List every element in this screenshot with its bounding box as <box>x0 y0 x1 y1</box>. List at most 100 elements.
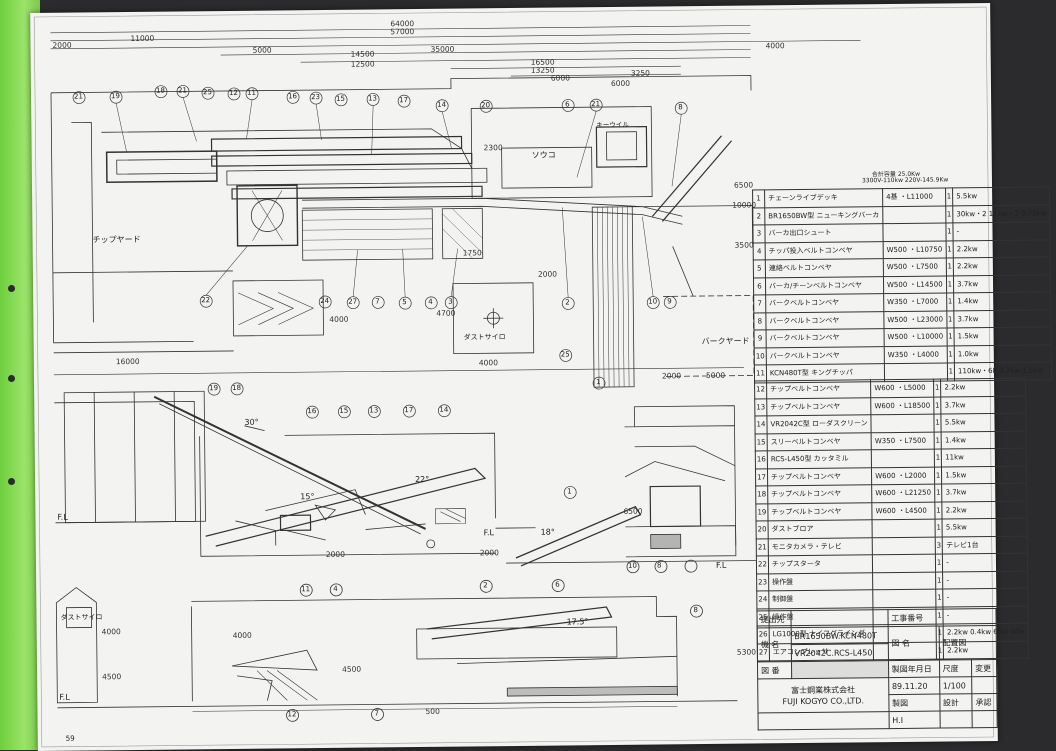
equipment-size: W600 ・L2000 <box>872 467 935 485</box>
equipment-power: 1.4kw <box>941 431 1026 449</box>
equipment-spec: チップベルトコンベヤ <box>766 380 870 399</box>
equipment-spec: 連絡ベルトコンベヤ <box>765 259 883 278</box>
dim-text: 6500 <box>623 507 642 516</box>
callout-number: 4 <box>428 298 433 306</box>
callout-number: 18 <box>232 384 241 392</box>
callout-number: 1 <box>596 378 601 386</box>
drawing-sheet: 64000 57000 2000 11000 5000 14500 12500 … <box>30 3 998 751</box>
scale-value: 1/100 <box>939 677 972 694</box>
equipment-power: - <box>943 571 1028 589</box>
equipment-qty: 1 <box>935 519 943 537</box>
equipment-qty: 1 <box>936 589 944 607</box>
dim-text: 4000 <box>233 631 252 640</box>
equipment-number: 4 <box>753 242 765 260</box>
equipment-power: 1.5kw <box>954 327 1051 346</box>
equipment-spec: ダストブロア <box>768 520 872 539</box>
equipment-size: W350 ・L7000 <box>884 293 947 311</box>
callout-number: 12 <box>287 710 296 718</box>
equipment-number: 18 <box>756 486 768 504</box>
angle-label: 30° <box>244 418 258 427</box>
callout-number: 6 <box>555 581 560 589</box>
callout-number: 2 <box>483 581 488 589</box>
angle-label: 22° <box>415 475 429 484</box>
dim-text: 4000 <box>765 41 784 50</box>
equipment-number: 2 <box>753 207 765 225</box>
area-label: ソウコ <box>532 150 556 161</box>
equipment-size <box>873 589 936 607</box>
equipment-spec: バーカ出口シュート <box>765 224 883 243</box>
equipment-power: 3.7kw <box>954 274 1051 293</box>
equipment-spec: 制御盤 <box>769 590 873 609</box>
callout-number: 4 <box>333 585 338 593</box>
approve-label: 承認 <box>972 693 997 710</box>
equipment-size <box>871 414 934 432</box>
dim-text: 4000 <box>102 627 121 636</box>
model-value: VR2042C.RCS-L450 <box>791 644 888 662</box>
equipment-spec: BR1650BW型 ニューキングバーカ <box>765 206 883 225</box>
equipment-size: W500 ・L14500 <box>883 275 946 293</box>
dim-text: 11000 <box>130 34 154 43</box>
equipment-spec: チェーンライブデッキ <box>764 189 882 208</box>
callout-number: 20 <box>481 101 490 109</box>
callout-number: 2 <box>565 298 570 306</box>
top-dimension-lines <box>50 24 860 80</box>
scale-label: 尺度 <box>939 660 972 677</box>
company-name-en: FUJI KOGYO CO.,LTD. <box>761 695 885 707</box>
equipment-spec: チッパ投入ベルトコンベヤ <box>765 241 883 260</box>
equipment-number: 7 <box>754 295 766 313</box>
company-cell: 富士鋼業株式会社 FUJI KOGYO CO.,LTD. <box>758 678 889 713</box>
callout-number: 23 <box>311 93 320 101</box>
callout-number: 15 <box>339 407 348 415</box>
approver-value <box>972 710 997 727</box>
dim-text: 4500 <box>102 672 121 681</box>
equipment-size: W600 ・L18500 <box>871 397 934 415</box>
equipment-spec: RCS-L450型 カッタミル <box>767 450 871 469</box>
equipment-size: W500 ・L23000 <box>884 310 947 328</box>
equipment-number: 13 <box>755 398 767 416</box>
callout-number: 10 <box>628 562 637 570</box>
callout-number: 18 <box>156 87 165 95</box>
equipment-number: 1 <box>753 190 765 208</box>
equipment-spec: VR2042C型 ローダスクリーン <box>767 415 871 434</box>
equipment-power: テレビ1台 <box>943 536 1028 554</box>
equipment-size: W600 ・L4500 <box>872 502 935 520</box>
callout-number: 25 <box>561 350 570 358</box>
page-number: 59 <box>66 735 75 743</box>
dim-text: 16000 <box>116 357 140 366</box>
equipment-power: 3.7kw <box>942 483 1027 501</box>
binder-hole <box>8 285 15 292</box>
dim-text: 6000 <box>551 73 570 82</box>
dim-text: 4700 <box>436 309 455 318</box>
equipment-spec: チップベルトコンベヤ <box>768 502 872 521</box>
section-divider <box>54 368 744 375</box>
equipment-size: W600 ・L21250 <box>872 484 935 502</box>
equipment-number: 23 <box>757 573 769 591</box>
callout-number: 19 <box>111 92 120 100</box>
equipment-power: 2.2kw <box>941 378 1026 396</box>
callout-number: 13 <box>368 94 377 102</box>
equipment-qty: 1 <box>947 328 955 346</box>
floor-level-label: F.L <box>484 528 494 537</box>
dim-text: 3250 <box>631 69 650 78</box>
equipment-number: 20 <box>756 521 768 539</box>
equipment-power: 2.2kw <box>953 257 1050 276</box>
equipment-size <box>872 519 935 537</box>
equipment-size: W350 ・L7500 <box>871 432 934 450</box>
date-value: 89.11.20 <box>888 677 939 695</box>
equipment-spec: 操作盤 <box>768 572 872 591</box>
equipment-qty: 1 <box>934 397 942 415</box>
dim-text: 5000 <box>253 46 272 55</box>
equipment-spec: チップベルトコンベヤ <box>767 397 871 416</box>
equipment-spec: チップスタータ <box>768 555 872 574</box>
equipment-spec: バーカ/チーンベルトコンベヤ <box>765 276 883 295</box>
callout-number: 8 <box>678 103 683 111</box>
dim-text: 2000 <box>326 550 345 559</box>
dim-text: 500 <box>425 707 439 716</box>
equipment-qty: 3 <box>935 537 943 555</box>
callout-number: 15 <box>336 95 345 103</box>
submit-to-value <box>791 610 888 628</box>
change-value <box>972 676 997 693</box>
equipment-number: 3 <box>753 225 765 243</box>
equipment-number: 12 <box>755 381 767 399</box>
floor-level-label: F.L <box>59 693 69 702</box>
